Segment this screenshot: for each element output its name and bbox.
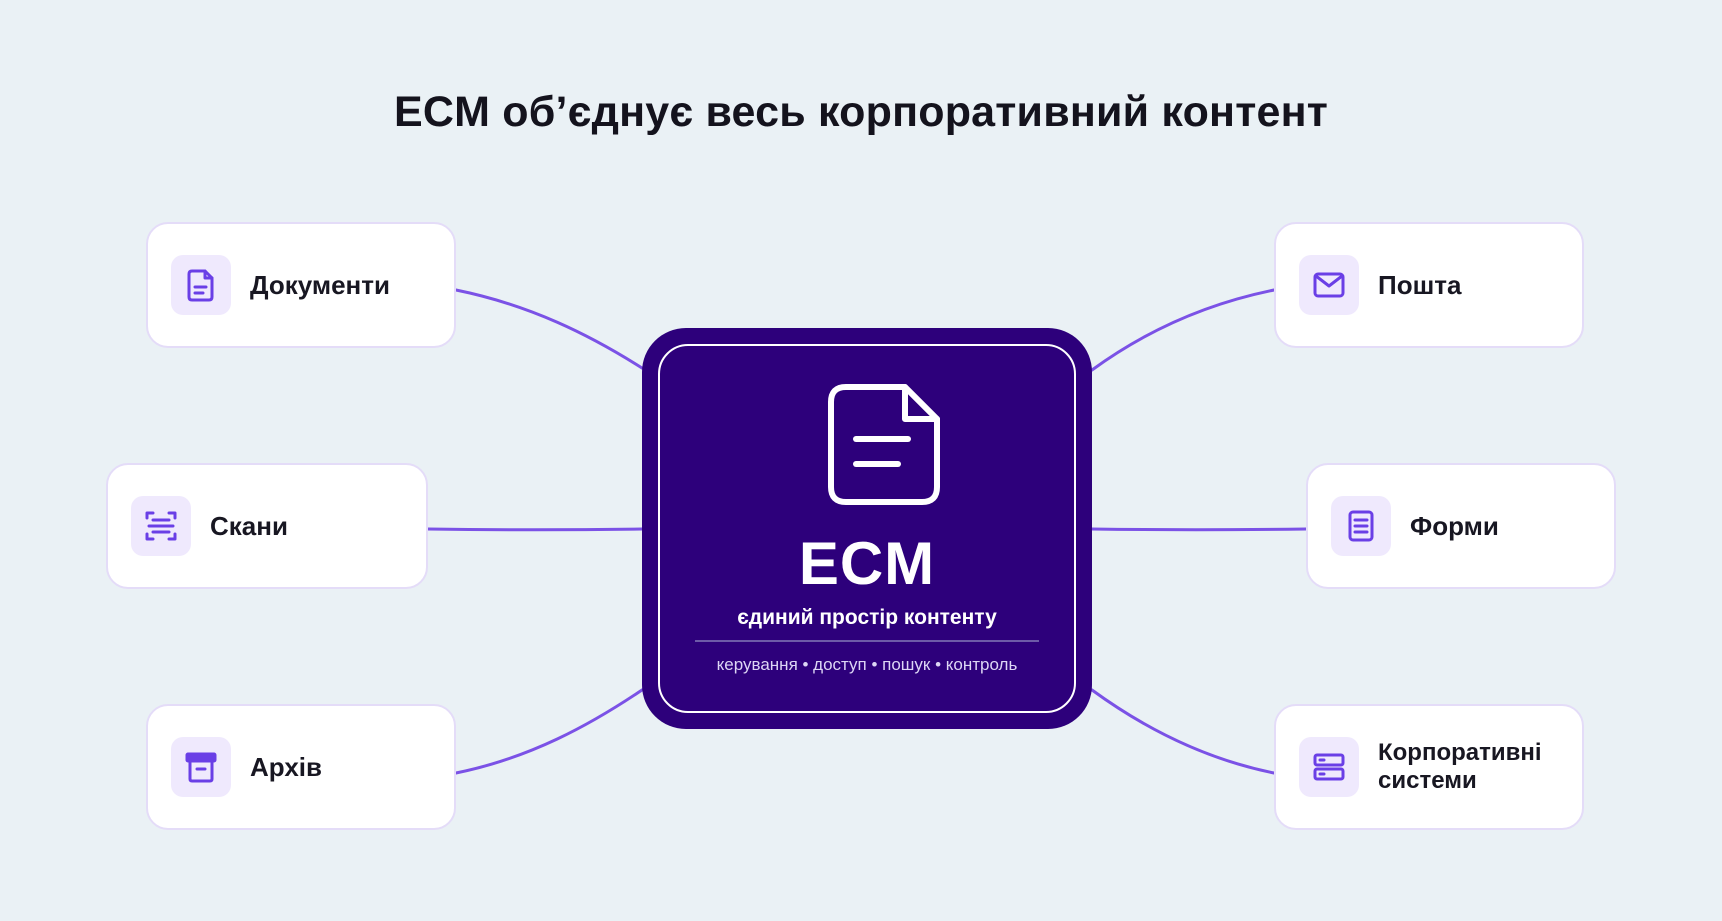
node-label-corporate-systems: Корпоративні системи xyxy=(1378,739,1542,794)
connector-documents xyxy=(454,288,644,370)
node-label-archive: Архів xyxy=(250,752,322,782)
node-label-scans: Скани xyxy=(210,511,288,541)
page-title: ECM об’єднує весь корпоративний контент xyxy=(393,88,1329,136)
hub-frame: ECM єдиний простір контенту керування • … xyxy=(658,344,1076,713)
server-icon xyxy=(1299,737,1359,797)
node-label-mail: Пошта xyxy=(1378,270,1462,300)
ecm-hub: ECM єдиний простір контенту керування • … xyxy=(642,328,1092,729)
connector-scans xyxy=(426,527,644,532)
connector-mail xyxy=(1090,288,1276,372)
connector-archive xyxy=(454,688,644,775)
node-documents: Документи xyxy=(146,222,456,348)
connector-forms xyxy=(1090,527,1308,532)
archive-box-icon xyxy=(171,737,231,797)
scan-icon xyxy=(131,496,191,556)
hub-title: ECM xyxy=(798,530,936,597)
node-label-documents: Документи xyxy=(250,270,390,300)
hub-subtitle: єдиний простір контенту xyxy=(737,606,997,629)
connector-corporate-systems xyxy=(1090,688,1276,775)
node-corporate-systems: Корпоративні системи xyxy=(1274,704,1584,830)
envelope-icon xyxy=(1299,255,1359,315)
node-archive: Архів xyxy=(146,704,456,830)
node-label-forms: Форми xyxy=(1410,511,1499,541)
node-mail: Пошта xyxy=(1274,222,1584,348)
form-icon xyxy=(1331,496,1391,556)
hub-tagline: керування • доступ • пошук • контроль xyxy=(716,655,1018,674)
hub-divider xyxy=(695,640,1039,642)
document-icon xyxy=(171,255,231,315)
node-scans: Скани xyxy=(106,463,428,589)
document-icon xyxy=(828,384,940,505)
node-forms: Форми xyxy=(1306,463,1616,589)
